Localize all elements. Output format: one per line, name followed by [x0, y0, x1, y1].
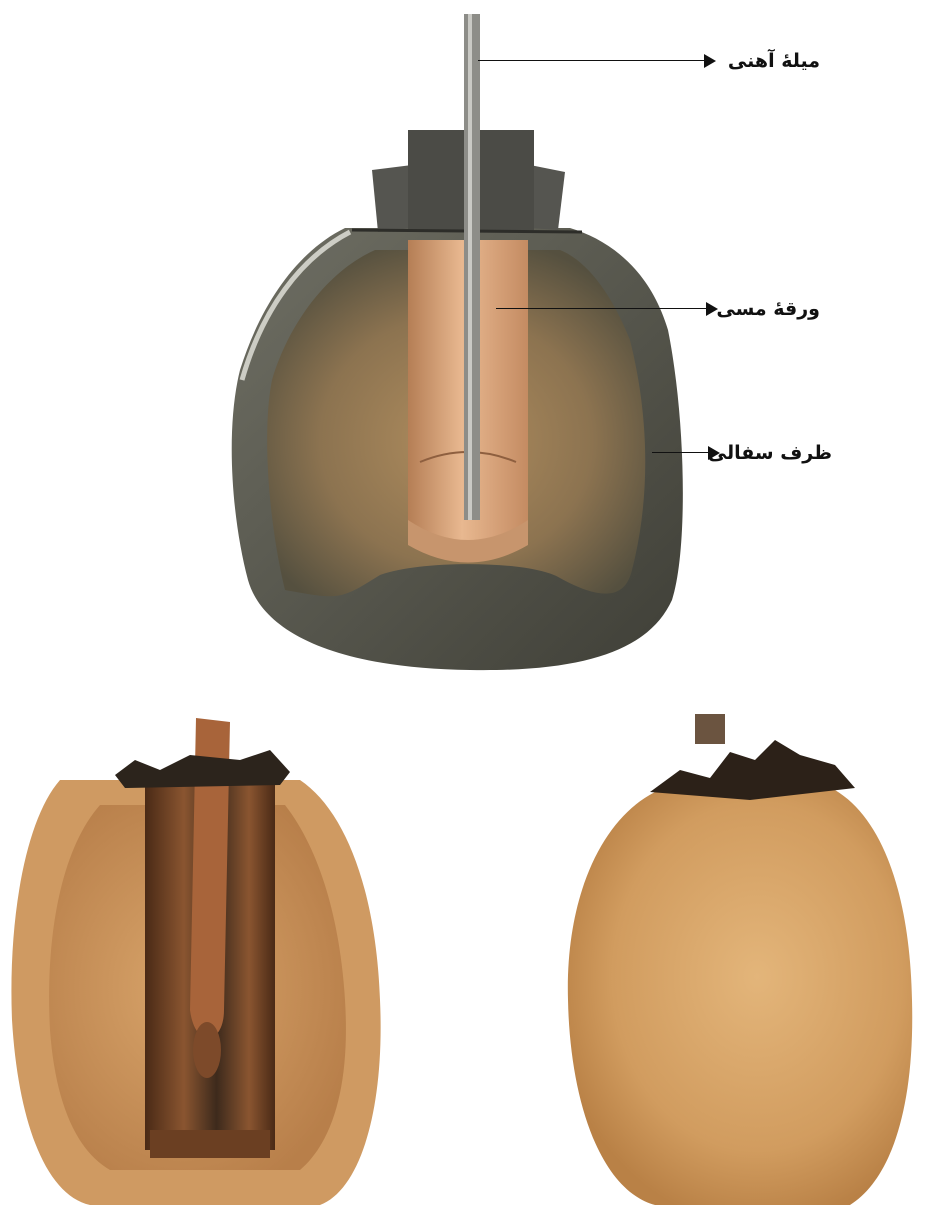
callout-line [496, 308, 710, 309]
closed-jar-rod-top [695, 714, 725, 744]
callout-line [478, 60, 708, 61]
open-jar-tube-base [150, 1130, 270, 1158]
closed-jar-body [568, 790, 912, 1205]
label-clay-pot: ظرف سفالی [708, 440, 832, 466]
arrowhead-icon [704, 54, 716, 68]
callout-iron-rod: میلهٔ آهنی [478, 48, 820, 74]
closed-jar-top-debris [650, 740, 855, 800]
stopper-left [372, 165, 412, 232]
artifact-exterior-photo [560, 700, 930, 1217]
callout-line [652, 452, 712, 453]
artifact-cut-open-photo [0, 700, 400, 1217]
stopper-right [530, 165, 565, 230]
callout-clay-pot: ظرف سفالی [652, 440, 832, 466]
cross-section-illustration [0, 0, 940, 690]
callout-copper-sheet: ورقهٔ مسی [496, 296, 820, 322]
iron-rod-highlight [468, 14, 472, 520]
open-jar-rod-tip [193, 1022, 221, 1078]
label-iron-rod: میلهٔ آهنی [728, 48, 820, 74]
label-copper-sheet: ورقهٔ مسی [716, 296, 820, 322]
